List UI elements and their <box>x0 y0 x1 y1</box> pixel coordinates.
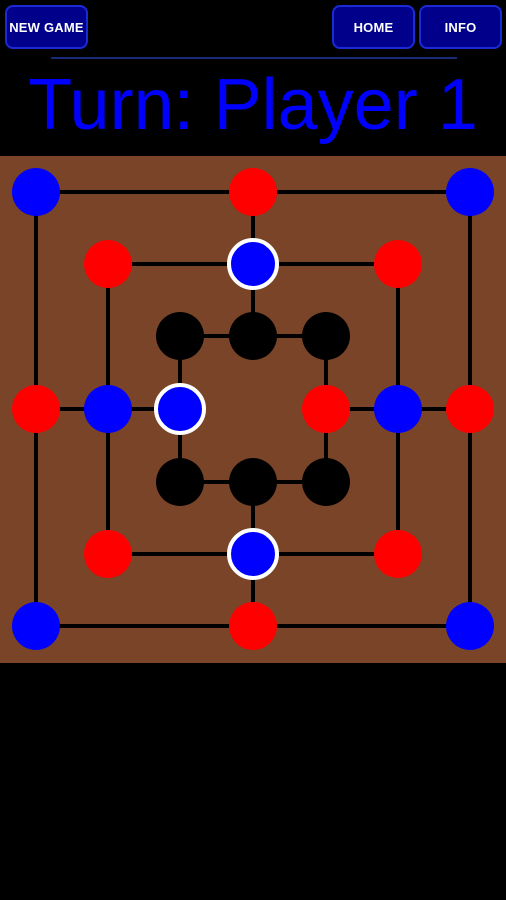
middle-top-right-red-piece[interactable] <box>374 240 422 288</box>
info-button[interactable]: INFO <box>419 5 502 49</box>
outer-top-right-blue-piece[interactable] <box>446 168 494 216</box>
outer-bottom-right-blue-piece[interactable] <box>446 602 494 650</box>
outer-right-red-piece[interactable] <box>446 385 494 433</box>
game-board-container <box>0 156 506 663</box>
new-game-button[interactable]: NEW GAME <box>5 5 88 49</box>
inner-top-empty-point[interactable] <box>229 312 277 360</box>
inner-left-blue-piece[interactable] <box>154 383 206 435</box>
home-button[interactable]: HOME <box>332 5 415 49</box>
middle-right-blue-piece[interactable] <box>374 385 422 433</box>
middle-bottom-blue-piece[interactable] <box>227 528 279 580</box>
middle-top-blue-piece[interactable] <box>227 238 279 290</box>
inner-right-red-piece[interactable] <box>302 385 350 433</box>
inner-bottom-empty-point[interactable] <box>229 458 277 506</box>
outer-bottom-left-blue-piece[interactable] <box>12 602 60 650</box>
middle-top-left-red-piece[interactable] <box>84 240 132 288</box>
outer-top-red-piece[interactable] <box>229 168 277 216</box>
middle-left-blue-piece[interactable] <box>84 385 132 433</box>
middle-bottom-left-red-piece[interactable] <box>84 530 132 578</box>
turn-indicator: Turn: Player 1 <box>28 65 478 145</box>
outer-left-red-piece[interactable] <box>12 385 60 433</box>
middle-bottom-right-red-piece[interactable] <box>374 530 422 578</box>
outer-bottom-red-piece[interactable] <box>229 602 277 650</box>
inner-bottom-right-empty-point[interactable] <box>302 458 350 506</box>
inner-top-left-empty-point[interactable] <box>156 312 204 360</box>
outer-top-left-blue-piece[interactable] <box>12 168 60 216</box>
game-board <box>0 156 506 663</box>
board-points <box>12 168 494 650</box>
header-divider <box>51 57 457 59</box>
inner-bottom-left-empty-point[interactable] <box>156 458 204 506</box>
inner-top-right-empty-point[interactable] <box>302 312 350 360</box>
